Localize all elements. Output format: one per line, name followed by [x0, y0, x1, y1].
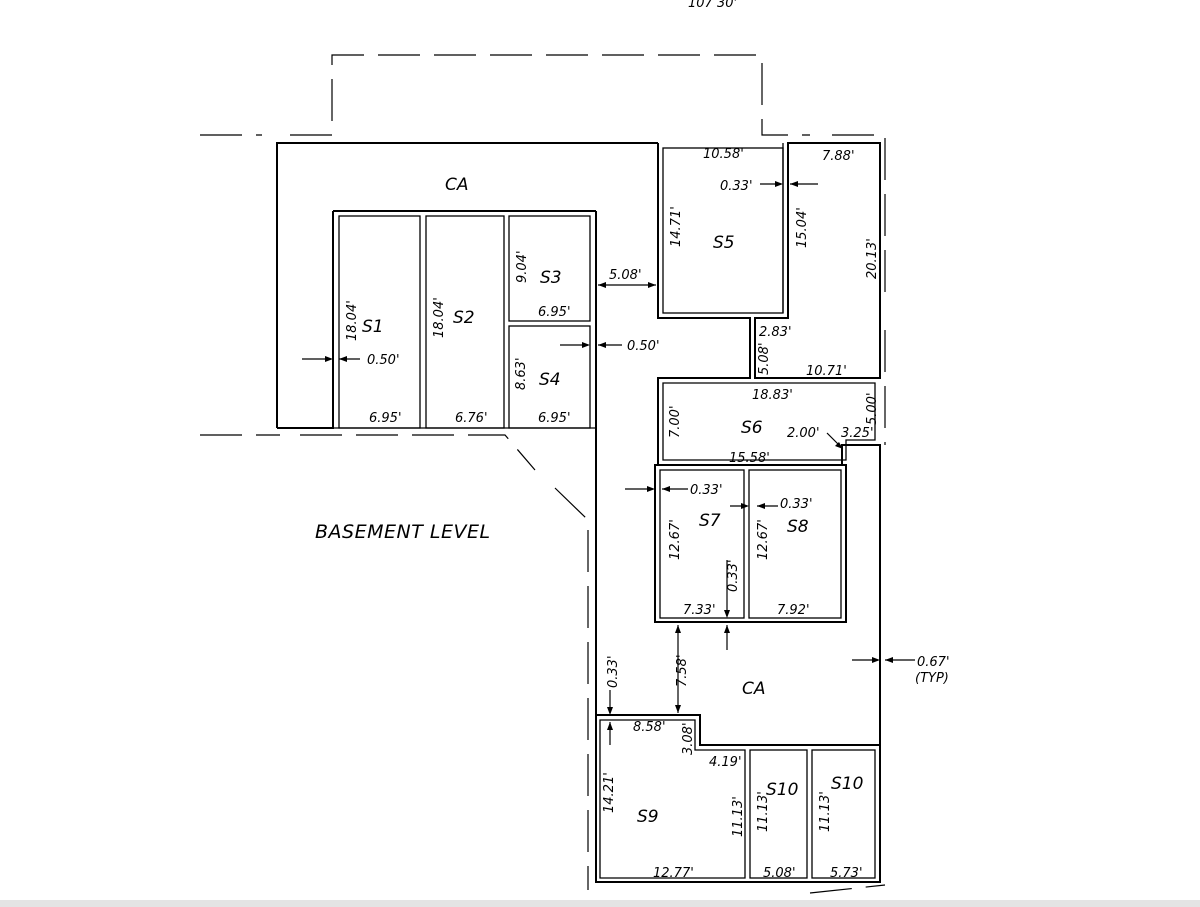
dim-pass-w: 2.83' [759, 325, 792, 340]
dim-s3-w: 6.95' [538, 305, 571, 320]
dim-s6-step-w2: 3.25' [841, 426, 874, 441]
dim-s6-bottom: 15.58' [729, 451, 770, 466]
room-labels: CA S1 S2 S3 S4 S5 S6 S7 S8 CA S9 S10 S10 [362, 175, 863, 827]
dim-ca-gap: 7.58' [675, 654, 690, 687]
label-s6: S6 [741, 418, 763, 438]
room-s10a [749, 749, 808, 879]
dim-s1-h: 18.04' [345, 300, 360, 341]
vertical-dimension-labels: 14.71' 15.04' 20.13' 9.04' 18.04' 18.04'… [345, 206, 880, 837]
room-s6-outline [662, 382, 876, 461]
label-s7: S7 [699, 511, 721, 531]
property-outline [200, 54, 886, 894]
dim-s10b-h: 11.13' [818, 791, 833, 832]
label-s5: S5 [713, 233, 735, 253]
label-s10a: S10 [766, 780, 798, 800]
dim-s9-h: 14.21' [602, 772, 617, 813]
storage-block-middle [654, 464, 847, 623]
dim-s8-w: 7.92' [777, 603, 810, 618]
label-s4: S4 [539, 370, 561, 390]
dim-s6-top: 18.83' [752, 388, 793, 403]
bottom-scroll-strip [0, 900, 1200, 907]
dim-ca-wall: 0.33' [606, 655, 621, 688]
dim-pass-h: 5.08' [757, 342, 772, 375]
dimension-arrows [302, 181, 915, 745]
dim-corridor-w: 5.08' [609, 268, 642, 283]
label-s9: S9 [637, 807, 659, 827]
dim-s5-h: 14.71' [669, 206, 684, 247]
label-s2: S2 [453, 308, 475, 328]
top-cut-label: 107 30' [688, 0, 737, 11]
room-s3 [508, 215, 591, 322]
label-ca-top: CA [445, 175, 469, 195]
dim-s7-w: 7.33' [683, 603, 716, 618]
label-s10b: S10 [831, 774, 863, 794]
dim-s2-h: 18.04' [432, 297, 447, 338]
dim-s9-step-w: 4.19' [709, 755, 742, 770]
dim-s10a-h: 11.13' [756, 791, 771, 832]
dim-s7-h: 12.67' [668, 519, 683, 560]
label-s8: S8 [787, 517, 809, 537]
dim-s6-step-w: 2.00' [787, 426, 820, 441]
dim-s9-h2: 11.13' [731, 796, 746, 837]
dim-s9-w: 12.77' [653, 866, 694, 881]
drawing-title: BASEMENT LEVEL [315, 521, 491, 543]
label-ca-bottom: CA [742, 679, 766, 699]
dim-s10a-w: 5.08' [763, 866, 796, 881]
dim-s7-bot-wall: 0.33' [726, 559, 741, 592]
dim-right-h: 20.13' [865, 238, 880, 279]
dim-typ-note: (TYP) [915, 671, 949, 686]
dim-s2-w: 6.76' [455, 411, 488, 426]
dim-s1-w: 6.95' [369, 411, 402, 426]
label-s3: S3 [540, 268, 562, 288]
dim-s10b-w: 5.73' [830, 866, 863, 881]
dim-right-w: 10.71' [806, 364, 847, 379]
dim-typ-wall: 0.67' [917, 655, 950, 670]
storage-block-west [333, 215, 596, 429]
dim-s1-wall: 0.50' [367, 353, 400, 368]
dim-s8-h: 12.67' [756, 519, 771, 560]
dim-s4-wall: 0.50' [627, 339, 660, 354]
dimension-labels: 10.58' 7.88' 0.33' 6.95' 5.08' 0.50' 0.5… [367, 147, 950, 881]
dim-s5-top: 10.58' [703, 147, 744, 162]
label-s1: S1 [362, 317, 384, 337]
dim-right-top: 7.88' [822, 149, 855, 164]
room-s8 [748, 469, 842, 619]
storage-block-south [595, 715, 881, 883]
dim-s5-h2: 15.04' [795, 207, 810, 248]
dim-s4-w: 6.95' [538, 411, 571, 426]
dim-s9-top: 8.58' [633, 720, 666, 735]
room-s10b [811, 749, 876, 879]
room-s7 [659, 469, 745, 619]
exterior-wall [276, 142, 881, 746]
dim-s6-step-h: 5.00' [865, 392, 880, 425]
dim-s4-h: 8.63' [514, 357, 529, 390]
dim-s7-wall: 0.33' [690, 483, 723, 498]
dim-s3-h: 9.04' [515, 250, 530, 283]
dim-s8-wall: 0.33' [780, 497, 813, 512]
dim-s6-h: 7.00' [668, 405, 683, 438]
dim-s5-gap: 0.33' [720, 179, 753, 194]
dim-s9-step-h: 3.08' [681, 722, 696, 755]
